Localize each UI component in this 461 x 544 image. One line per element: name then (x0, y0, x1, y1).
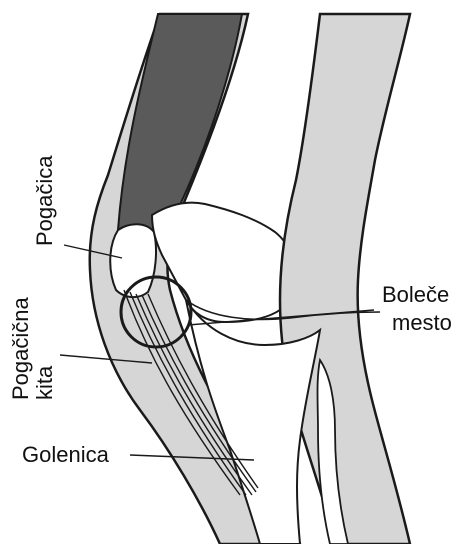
pain-site-label-line1: Boleče (382, 282, 449, 307)
tibia-label: Golenica (22, 442, 110, 467)
pain-site-label-line2: mesto (392, 310, 452, 335)
patellar-tendon-label-line2: kita (32, 365, 57, 400)
quadriceps-muscle (118, 14, 242, 230)
patella-label: Pogačica (32, 155, 57, 246)
patellar-tendon-label-line1: Pogačična (8, 296, 33, 400)
posterior-leg-soft-tissue (280, 14, 410, 544)
